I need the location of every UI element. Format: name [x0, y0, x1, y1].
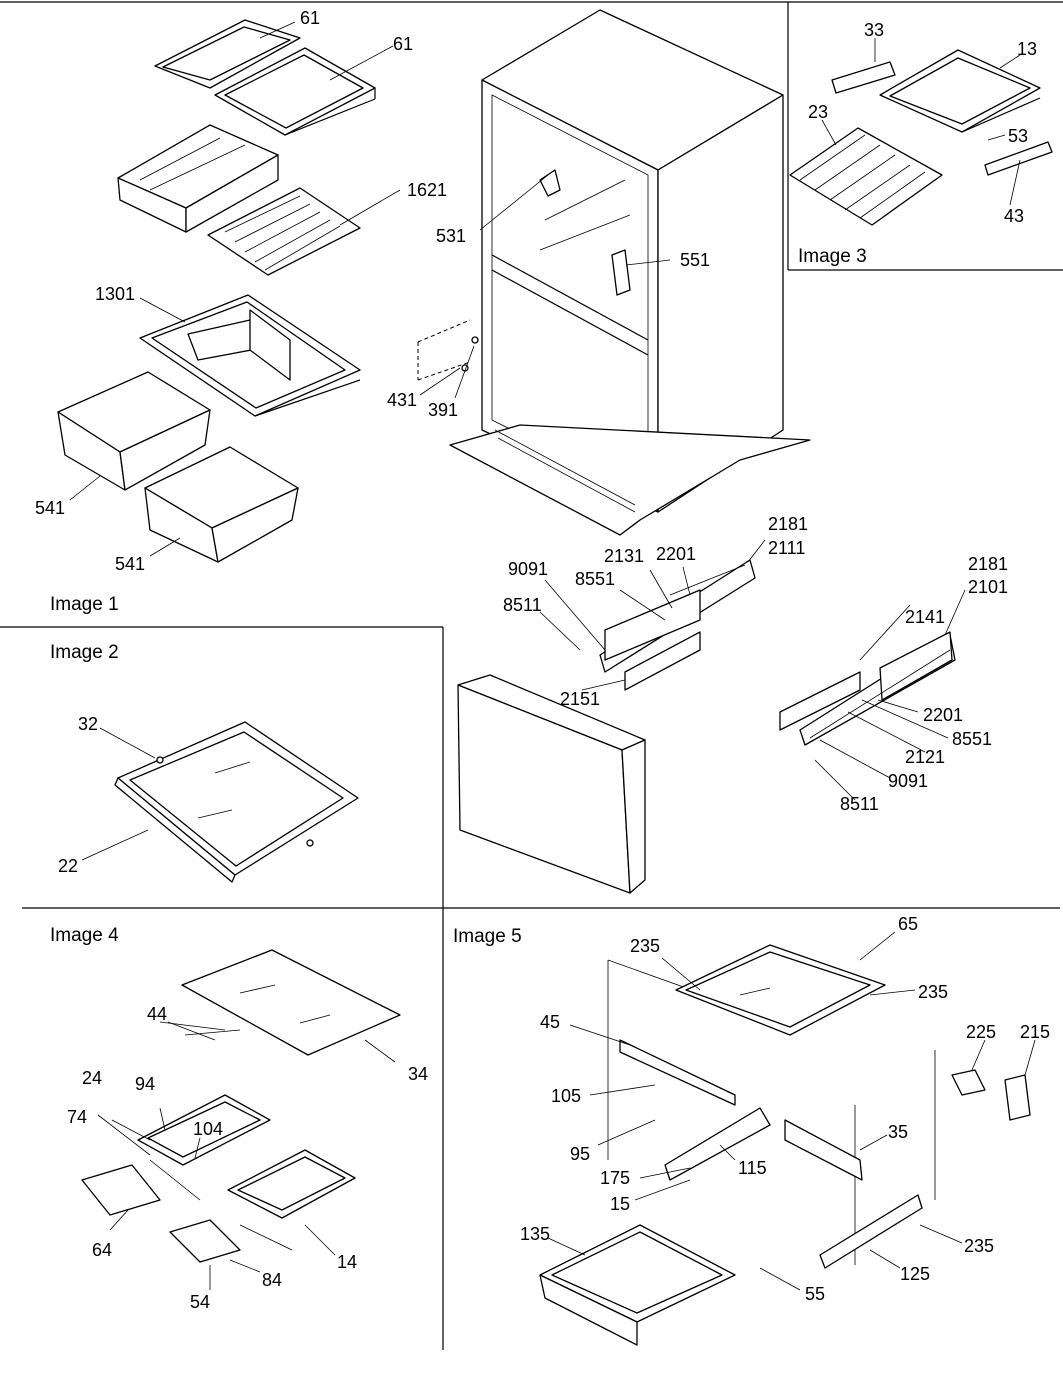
callout-64: 64 — [92, 1240, 112, 1260]
callout-95: 95 — [570, 1144, 590, 1164]
callout-14: 14 — [337, 1252, 357, 1272]
callout-61-a: 61 — [300, 8, 320, 28]
callout-22: 22 — [58, 856, 78, 876]
crisper-upper-drawing — [117, 124, 279, 233]
slide-rail-right-assembly-drawing — [779, 631, 956, 746]
callout-135: 135 — [520, 1224, 550, 1244]
panel-title-image-1: Image 1 — [50, 594, 119, 615]
callout-235-b: 235 — [918, 982, 948, 1002]
callout-54: 54 — [190, 1292, 210, 1312]
shelf-61-drawing — [154, 19, 376, 136]
callout-541-b: 541 — [115, 554, 145, 574]
callout-84: 84 — [262, 1270, 282, 1290]
image-2-callouts: 32 22 — [58, 714, 98, 876]
crisper-pan-541-left-drawing — [57, 371, 211, 491]
callout-175: 175 — [600, 1168, 630, 1188]
callout-43: 43 — [1004, 206, 1024, 226]
callout-44: 44 — [147, 1004, 167, 1024]
callout-541-a: 541 — [35, 498, 65, 518]
callout-235-c: 235 — [964, 1236, 994, 1256]
callout-94: 94 — [135, 1074, 155, 1094]
callout-1301: 1301 — [95, 284, 135, 304]
panel-title-image-4: Image 4 — [50, 925, 119, 946]
image-1-leader-lines — [69, 21, 966, 801]
callout-225: 225 — [966, 1022, 996, 1042]
callout-34: 34 — [408, 1064, 428, 1084]
callout-2101: 2101 — [968, 577, 1008, 597]
callout-8551-b: 8551 — [952, 729, 992, 749]
callout-125: 125 — [900, 1264, 930, 1284]
callout-9091-a: 9091 — [508, 559, 548, 579]
callout-391: 391 — [428, 400, 458, 420]
freezer-drawer-front-drawing — [457, 674, 646, 894]
callout-551: 551 — [680, 250, 710, 270]
callout-23: 23 — [808, 102, 828, 122]
callout-2181-b: 2181 — [968, 554, 1008, 574]
callout-9091-b: 9091 — [888, 771, 928, 791]
image-5-callouts: 235 65 235 45 225 215 105 35 95 175 115 … — [520, 914, 1050, 1304]
callout-65: 65 — [898, 914, 918, 934]
callout-235-a: 235 — [630, 936, 660, 956]
callout-104: 104 — [193, 1119, 223, 1139]
callout-8551-a: 8551 — [575, 569, 615, 589]
panel-title-image-2: Image 2 — [50, 642, 119, 663]
image-5-drawing — [539, 931, 1036, 1346]
image-1-drawing — [57, 9, 966, 894]
slide-rail-left-assembly-drawing — [599, 559, 756, 691]
wire-rack-1621-drawing — [207, 187, 361, 276]
callout-8511-a: 8511 — [503, 595, 542, 615]
callout-13: 13 — [1017, 39, 1037, 59]
callout-2121: 2121 — [905, 747, 945, 767]
refrigerator-cabinet-drawing — [417, 9, 811, 536]
callout-2141: 2141 — [905, 607, 945, 627]
callout-2181-a: 2181 — [768, 514, 808, 534]
callout-2111: 2111 — [768, 538, 805, 558]
callout-215: 215 — [1020, 1022, 1050, 1042]
callout-61-b: 61 — [393, 34, 413, 54]
callout-1621: 1621 — [407, 180, 447, 200]
crisper-pan-541-right-drawing — [144, 446, 299, 563]
callout-45: 45 — [540, 1012, 560, 1032]
callout-35: 35 — [888, 1122, 908, 1142]
image-3-drawing — [789, 38, 1053, 226]
crisper-cover-1301-drawing — [139, 294, 361, 417]
callout-24: 24 — [82, 1068, 102, 1088]
callout-531: 531 — [436, 226, 466, 246]
callout-33: 33 — [864, 20, 884, 40]
callout-32: 32 — [78, 714, 98, 734]
image-4-drawing — [81, 949, 401, 1290]
callout-8511-b: 8511 — [840, 794, 879, 814]
callout-55: 55 — [805, 1284, 825, 1304]
image-4-callouts: 44 24 94 104 74 34 64 84 14 54 — [67, 1004, 428, 1312]
callout-2201-a: 2201 — [656, 544, 696, 564]
image-3-callouts: 33 13 23 53 43 — [808, 20, 1037, 226]
callout-2201-b: 2201 — [923, 705, 963, 725]
callout-15: 15 — [610, 1194, 630, 1214]
image-2-drawing — [81, 721, 359, 883]
panel-title-image-5: Image 5 — [453, 926, 522, 947]
callout-115: 115 — [738, 1158, 767, 1178]
callout-2131: 2131 — [604, 546, 644, 566]
callout-105: 105 — [551, 1086, 581, 1106]
callout-53: 53 — [1008, 126, 1028, 146]
callout-431: 431 — [387, 390, 417, 410]
callout-2151: 2151 — [560, 689, 600, 709]
callout-74: 74 — [67, 1107, 87, 1127]
panel-title-image-3: Image 3 — [798, 246, 867, 267]
image-1-callouts: 61 61 1621 531 551 1301 431 391 541 541 … — [35, 8, 1008, 814]
